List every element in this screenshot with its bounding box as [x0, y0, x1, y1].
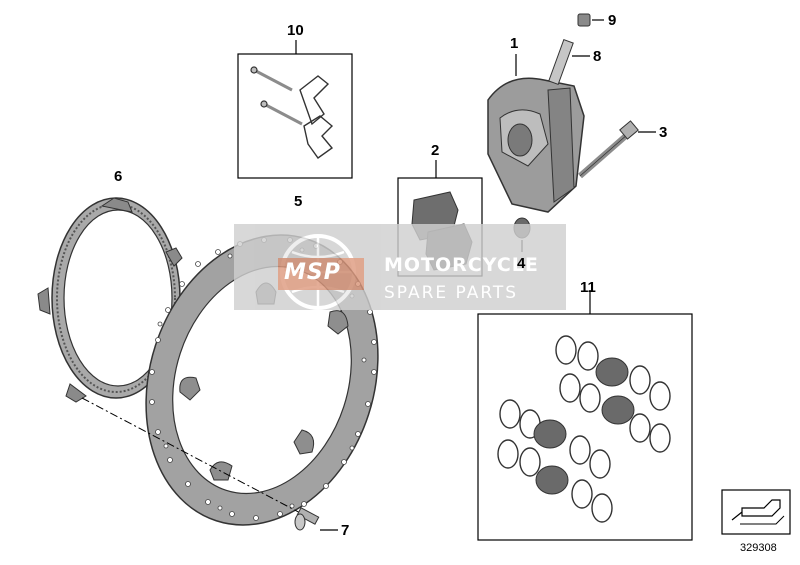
bleed-cap: [577, 13, 604, 27]
watermark-line1: MOTORCYCLE: [384, 254, 539, 276]
callout-3: 3: [659, 124, 668, 141]
watermark-logo: MSP: [284, 260, 341, 285]
callout-10: 10: [287, 22, 304, 39]
bleed-valve: [548, 38, 590, 86]
callout-1: 1: [510, 35, 519, 52]
seal-kit-box: [477, 290, 693, 541]
callout-5: 5: [294, 193, 303, 210]
disc-bolt: [294, 507, 338, 531]
assembly-centerline: [81, 397, 307, 517]
caliper-bolt: [578, 120, 656, 179]
orientation-arrow-icon: [721, 489, 791, 535]
callout-9: 9: [608, 12, 617, 29]
callout-6: 6: [114, 168, 123, 185]
seal-rings: [497, 335, 671, 523]
abs-sensor-ring: [37, 197, 183, 403]
callout-4: 4: [517, 255, 526, 272]
brake-caliper: [487, 54, 585, 213]
callout-7: 7: [341, 522, 350, 539]
callout-8: 8: [593, 48, 602, 65]
pin-kit-box: [237, 40, 353, 179]
callout-2: 2: [431, 142, 440, 159]
watermark: [234, 224, 566, 310]
caliper-pistons: [533, 357, 635, 495]
watermark-line2: SPARE PARTS: [384, 283, 519, 303]
callout-11: 11: [580, 279, 596, 296]
figure-number: 329308: [740, 542, 777, 554]
